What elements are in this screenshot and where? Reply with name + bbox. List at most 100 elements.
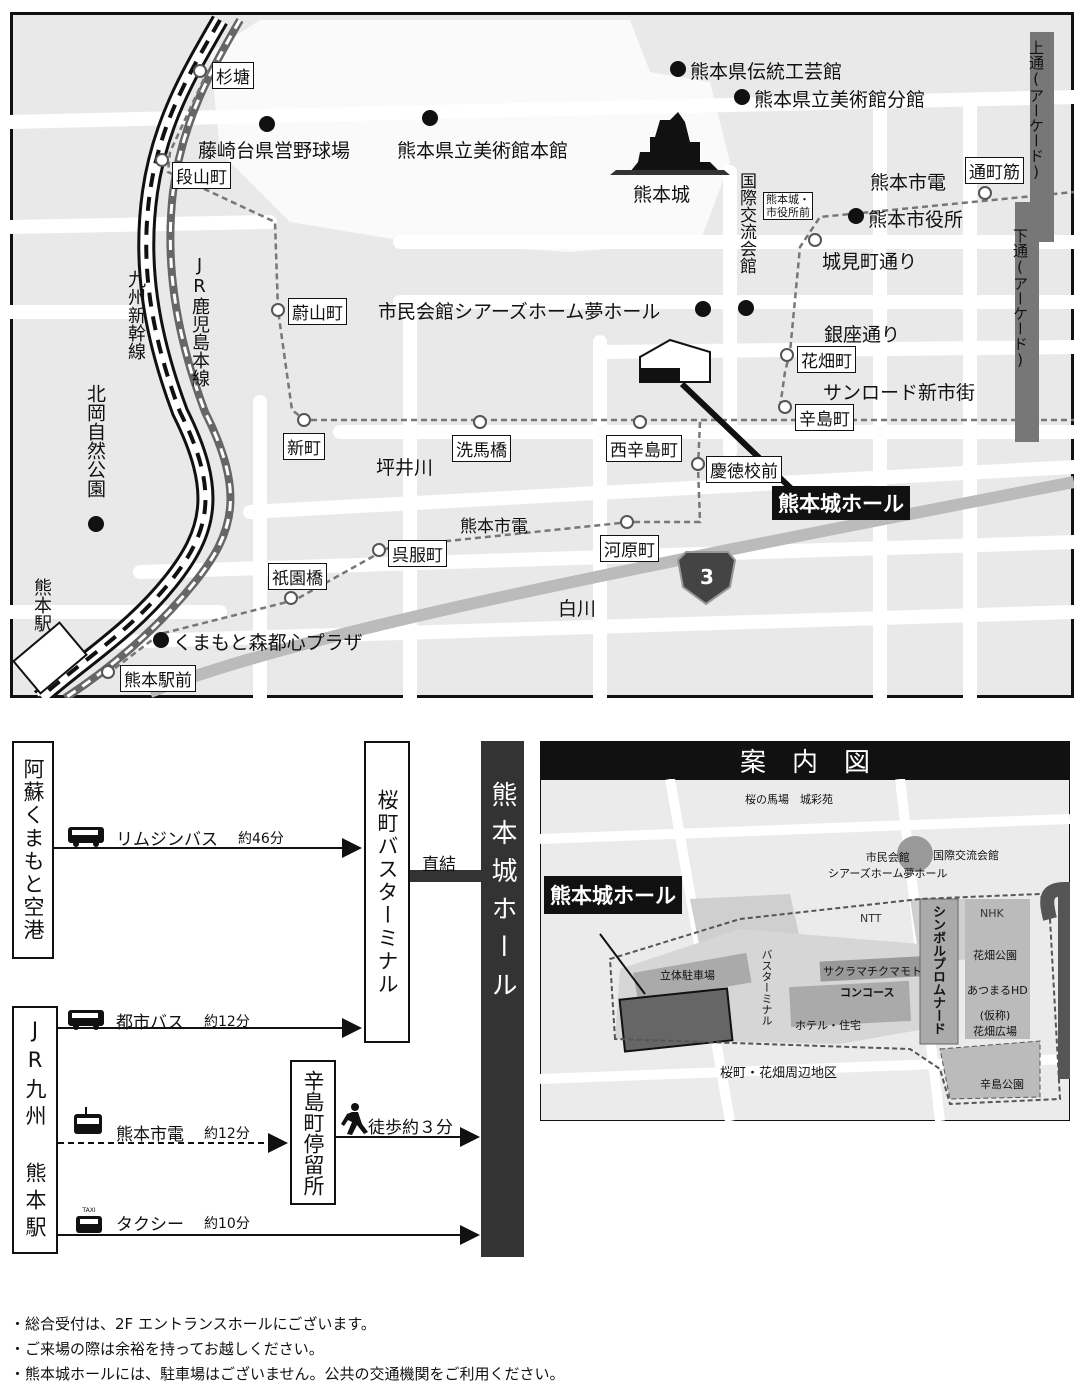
label-shiromi: 城見町通り bbox=[822, 251, 918, 273]
label-hall: 熊本城ホール bbox=[772, 486, 910, 520]
guide-karashima-park: 辛島公園 bbox=[980, 1078, 1024, 1091]
label-kyushu: 九州新幹線 bbox=[125, 270, 146, 360]
city-bus-icon bbox=[68, 1010, 104, 1030]
stop-shinmachi: 新町 bbox=[283, 433, 325, 460]
route-tram-label: 熊本市電 bbox=[116, 1125, 184, 1145]
taxi-icon: TAXI bbox=[76, 1207, 102, 1233]
label-kamitori: 上通(アーケード) bbox=[1027, 40, 1045, 181]
bus-terminal-box: 桜町バスターミナル bbox=[364, 741, 410, 1043]
route-limousine-time: 約46分 bbox=[238, 830, 284, 847]
direct-label: 直結 bbox=[422, 850, 456, 875]
guide-symbol: シンボルプロムナード bbox=[930, 905, 945, 1035]
guide-hotel: ホテル・住宅 bbox=[795, 1019, 861, 1032]
route-tram: 熊本市電 約12分 bbox=[116, 1120, 250, 1145]
route-citybus: 都市バス 約12分 bbox=[116, 1008, 250, 1033]
stop-karashima: 辛島町 bbox=[795, 404, 854, 431]
guide-district: 桜町・花畑周辺地区 bbox=[720, 1066, 838, 1081]
stop-keitoku: 慶徳校前 bbox=[706, 456, 782, 483]
stop-gion: 祇園橋 bbox=[268, 563, 327, 590]
label-castle: 熊本城 bbox=[633, 184, 691, 206]
guide-concourse: コンコース bbox=[840, 986, 895, 999]
label-jr: JR鹿児島本線 bbox=[189, 255, 210, 387]
label-crafts: 熊本県伝統工芸館 bbox=[690, 61, 843, 83]
note-1: ・総合受付は、2F エントランスホールにございます。 bbox=[10, 1315, 376, 1333]
guide-title: 案 内 図 bbox=[540, 741, 1070, 779]
label-shimotori: 下通(アーケード) bbox=[1011, 228, 1029, 369]
guide-hanabata-park: 花畑公園 bbox=[973, 949, 1017, 962]
label-civic: 市民会館シアーズホーム夢ホール bbox=[378, 301, 661, 323]
label-art-branch: 熊本県立美術館分館 bbox=[754, 89, 926, 111]
label-tsuboi: 坪井川 bbox=[376, 457, 434, 479]
stop-kawara: 河原町 bbox=[600, 535, 659, 562]
note-3: ・熊本城ホールには、駐車場はございません。公共の交通機関をご利用ください。 bbox=[10, 1365, 565, 1383]
route-taxi: タクシー 約10分 bbox=[116, 1210, 250, 1235]
route-limousine: リムジンバス 約46分 bbox=[116, 825, 284, 850]
jr-station-box: JR九州 熊本駅 bbox=[12, 1006, 58, 1254]
hall-bar-label: 熊本城ホール bbox=[487, 781, 517, 1009]
stop-castle-line1: 熊本城・ bbox=[766, 193, 810, 206]
guide-busterm: バスターミナル bbox=[760, 949, 773, 1026]
route-walk: 徒歩約３分 bbox=[368, 1113, 453, 1138]
guide-hanabata-sq-line1: (仮称) bbox=[979, 1009, 1011, 1022]
svg-text:TAXI: TAXI bbox=[81, 1207, 95, 1214]
route-taxi-label: タクシー bbox=[116, 1215, 184, 1235]
guide-parking: 立体駐車場 bbox=[660, 969, 715, 982]
label-shirakawa: 白川 bbox=[558, 598, 597, 620]
guide-map-drawing bbox=[540, 779, 1070, 1121]
label-intl: 国際交流会館 bbox=[736, 172, 756, 274]
tram-icon bbox=[74, 1107, 102, 1134]
jr-station-label: JR九州 熊本駅 bbox=[23, 1017, 47, 1243]
stop-ekimae: 熊本駅前 bbox=[120, 665, 196, 692]
route-taxi-time: 約10分 bbox=[204, 1215, 250, 1232]
route-citybus-time: 約12分 bbox=[204, 1013, 250, 1030]
limousine-bus-icon bbox=[68, 827, 104, 847]
label-tram-top: 熊本市電 bbox=[870, 172, 947, 194]
guide-civic-line1: 市民会館 bbox=[865, 851, 910, 864]
access-arrows: TAXI bbox=[54, 827, 482, 1245]
map-labels: 杉塘 段山町 蔚山町 新町 洗馬橋 西辛島町 慶徳校前 辛島町 花畑町 熊本城・… bbox=[31, 40, 1045, 692]
castle-icon bbox=[610, 112, 730, 175]
route-limousine-label: リムジンバス bbox=[116, 830, 218, 850]
stop-araibashi: 洗馬橋 bbox=[452, 435, 511, 462]
guide-hall-label: 熊本城ホール bbox=[544, 876, 682, 914]
label-ginza: 銀座通り bbox=[824, 324, 901, 346]
route-citybus-label: 都市バス bbox=[116, 1013, 184, 1033]
stop-hanabata: 花畑町 bbox=[797, 346, 856, 373]
guide-civic: 市民会館 シアーズホーム夢ホール bbox=[828, 849, 947, 881]
guide-ntt: NTT bbox=[860, 912, 882, 925]
stop-sugido: 杉塘 bbox=[212, 62, 254, 89]
guide-sakuranobaba: 桜の馬場 城彩苑 bbox=[745, 793, 833, 806]
route-walk-label: 徒歩約３分 bbox=[368, 1118, 453, 1138]
note-2: ・ご来場の際は余裕を持ってお越しください。 bbox=[10, 1340, 324, 1358]
guide-civic-line2: シアーズホーム夢ホール bbox=[828, 867, 948, 880]
stop-kamiyama: 蔚山町 bbox=[288, 298, 347, 325]
stop-castle-line2: 市役所前 bbox=[766, 206, 810, 219]
route-3-shield: 3 bbox=[676, 551, 737, 606]
guide-labels: 桜の馬場 城彩苑 市民会館 シアーズホーム夢ホール 国際交流会館 NTT NHK… bbox=[540, 779, 1070, 1121]
label-city-office: 熊本市役所 bbox=[868, 209, 964, 231]
label-kitaoka: 北岡自然公園 bbox=[84, 384, 106, 498]
stop-toricho: 通町筋 bbox=[965, 157, 1024, 184]
stop-dansan: 段山町 bbox=[172, 162, 231, 189]
tram-stop-box: 辛島町停留所 bbox=[290, 1060, 336, 1205]
bus-terminal-label: 桜町バスターミナル bbox=[375, 788, 399, 996]
label-plaza: くまもと森都心プラザ bbox=[173, 632, 363, 654]
city-map: 3 bbox=[10, 12, 1074, 698]
airport-box: 阿蘇くまもと空港 bbox=[12, 741, 54, 959]
direct-text: 直結 bbox=[422, 855, 456, 875]
label-fujisaki: 藤崎台県営野球場 bbox=[198, 140, 351, 162]
label-sunroad: サンロード新市街 bbox=[823, 382, 976, 404]
label-art-main: 熊本県立美術館本館 bbox=[397, 140, 569, 162]
airport-label: 阿蘇くまもと空港 bbox=[21, 758, 45, 942]
tram-stop-label: 辛島町停留所 bbox=[301, 1069, 325, 1196]
stop-gofuku: 呉服町 bbox=[388, 540, 447, 567]
guide-intl: 国際交流会館 bbox=[933, 849, 999, 862]
notes: ・総合受付は、2F エントランスホールにございます。 ・ご来場の際は余裕を持って… bbox=[10, 1312, 565, 1387]
guide-sakuramachi: サクラマチクマモト bbox=[823, 965, 922, 978]
route-tram-time: 約12分 bbox=[204, 1125, 250, 1142]
guide-hanabata-sq-line2: 花畑広場 bbox=[973, 1025, 1017, 1038]
stop-nishikarashima: 西辛島町 bbox=[606, 435, 682, 462]
svg-text:3: 3 bbox=[700, 565, 714, 589]
guide-atsumaru: あつまるHD bbox=[967, 984, 1028, 997]
guide-nhk: NHK bbox=[980, 907, 1004, 920]
